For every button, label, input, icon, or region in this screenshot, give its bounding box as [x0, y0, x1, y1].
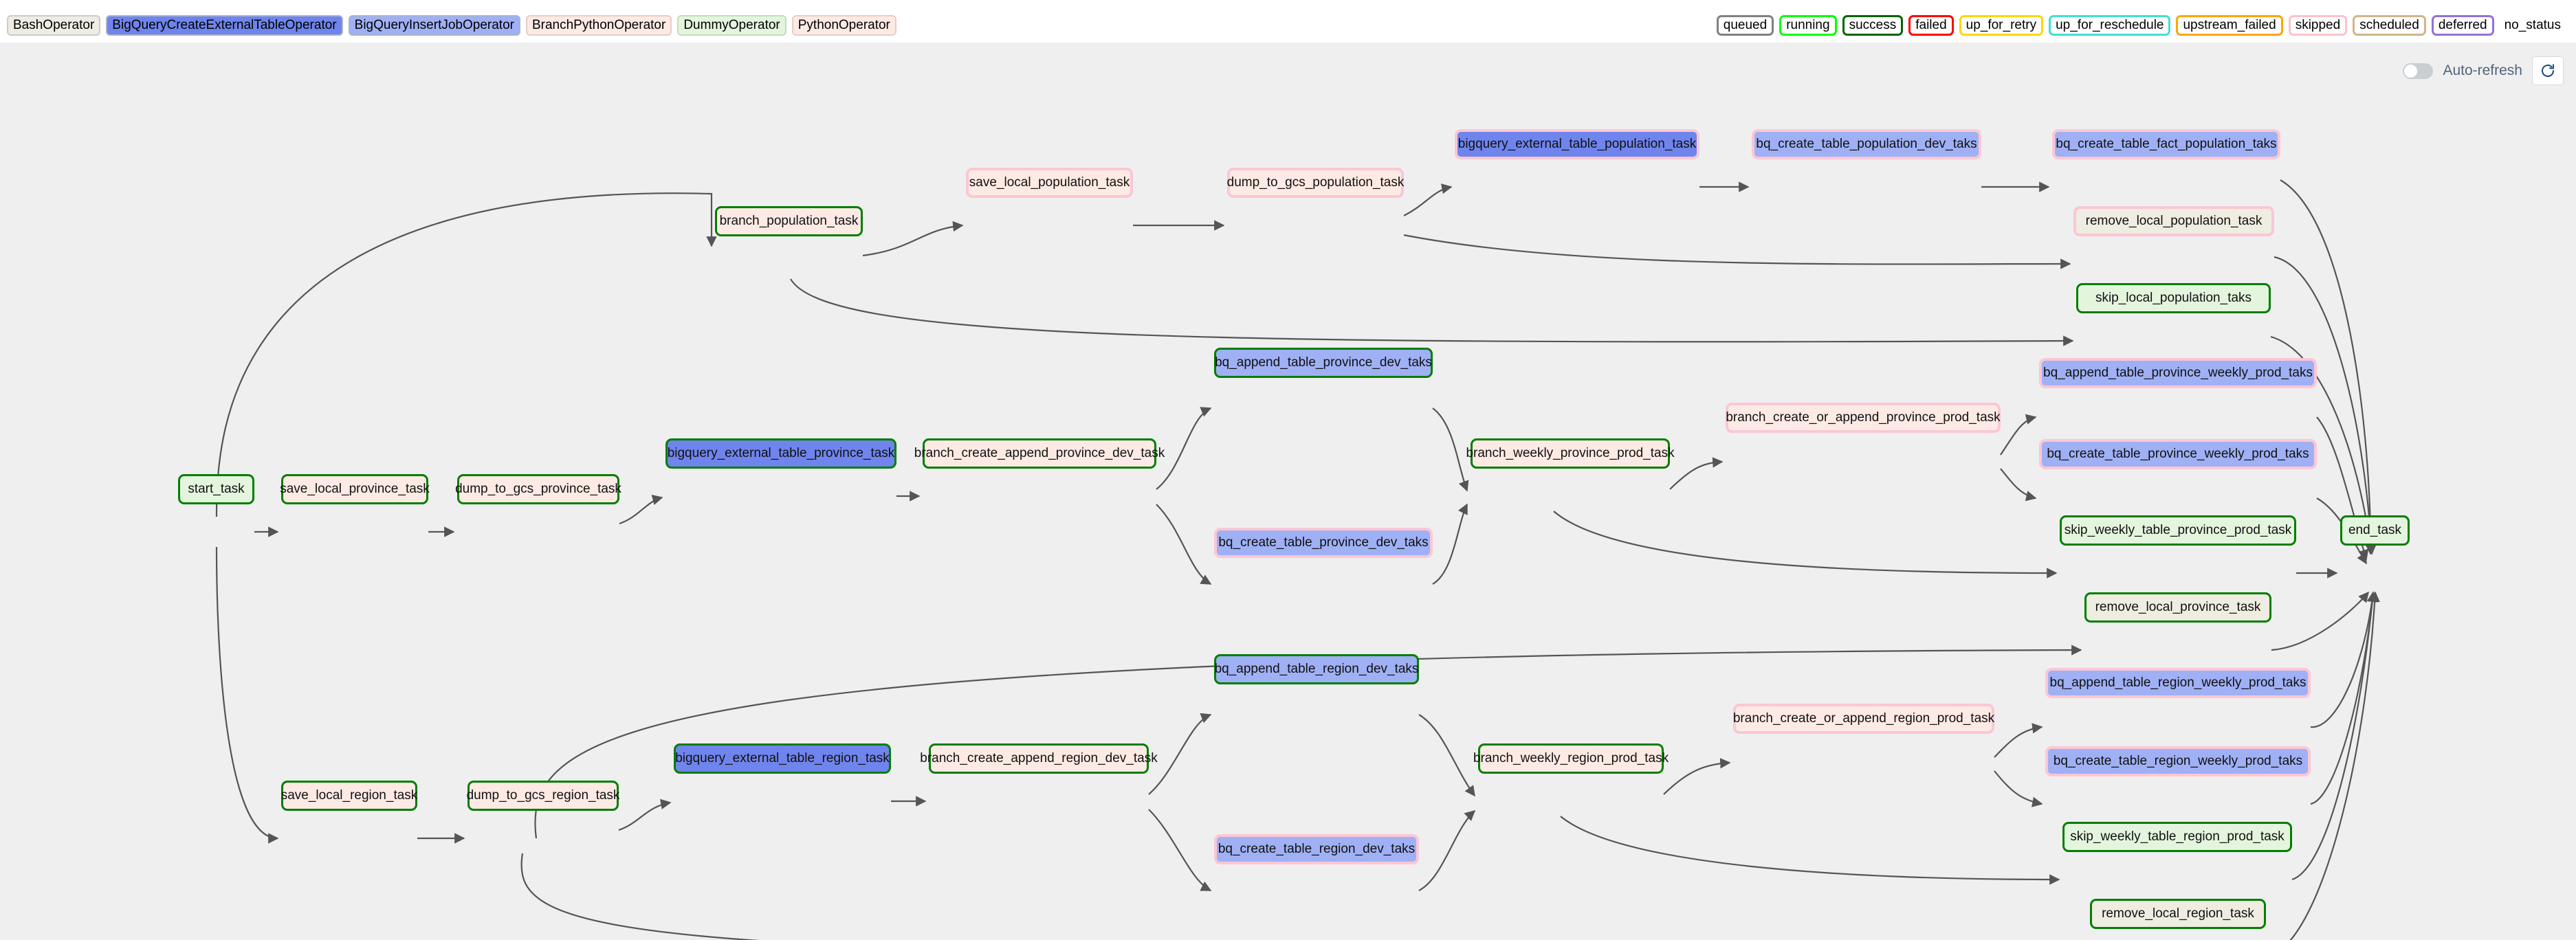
task-node-bq_append_table_region_dev_taks[interactable]: bq_append_table_region_dev_taks [1214, 654, 1419, 684]
task-node-bq_create_table_region_weekly_prod_taks[interactable]: bq_create_table_region_weekly_prod_taks [2045, 746, 2311, 776]
task-node-dump_to_gcs_population_task[interactable]: dump_to_gcs_population_task [1227, 168, 1404, 198]
task-node-bq_create_table_population_dev_taks[interactable]: bq_create_table_population_dev_taks [1752, 129, 1981, 159]
legend-operator-chip[interactable]: PythonOperator [791, 15, 896, 36]
refresh-icon [2541, 64, 2555, 77]
legend-status-chip[interactable]: no_status [2504, 18, 2561, 32]
task-node-branch_population_task[interactable]: branch_population_task [715, 206, 863, 236]
task-node-remove_local_province_task[interactable]: remove_local_province_task [2084, 592, 2271, 623]
legend-operator-chip[interactable]: BigQueryCreateExternalTableOperator [106, 15, 343, 36]
legend-status-chip[interactable]: up_for_reschedule [2049, 15, 2171, 36]
task-node-bigquery_external_table_province_task[interactable]: bigquery_external_table_province_task [665, 438, 896, 469]
graph-canvas[interactable]: Auto-refresh [0, 43, 2576, 940]
graph-toolbar: Auto-refresh [2403, 56, 2564, 85]
task-node-bigquery_external_table_region_task[interactable]: bigquery_external_table_region_task [674, 743, 891, 774]
task-node-branch_create_or_append_region_prod_task[interactable]: branch_create_or_append_region_prod_task [1733, 704, 1994, 734]
task-node-branch_create_or_append_province_prod_task[interactable]: branch_create_or_append_province_prod_ta… [1726, 403, 2001, 433]
task-node-bq_create_table_province_dev_taks[interactable]: bq_create_table_province_dev_taks [1214, 528, 1433, 558]
task-node-bq_append_table_province_dev_taks[interactable]: bq_append_table_province_dev_taks [1214, 348, 1433, 378]
legend-status-chip[interactable]: running [1779, 15, 1837, 36]
legend-status-chip[interactable]: deferred [2431, 15, 2494, 36]
task-node-dump_to_gcs_region_task[interactable]: dump_to_gcs_region_task [467, 781, 619, 811]
auto-refresh-toggle[interactable] [2403, 63, 2434, 79]
legend-status-chip[interactable]: skipped [2288, 15, 2348, 36]
task-node-bq_create_table_fact_population_taks[interactable]: bq_create_table_fact_population_taks [2052, 129, 2280, 159]
task-node-bq_append_table_province_weekly_prod_taks[interactable]: bq_append_table_province_weekly_prod_tak… [2039, 358, 2317, 388]
task-node-dump_to_gcs_province_task[interactable]: dump_to_gcs_province_task [455, 474, 621, 504]
task-node-branch_weekly_region_prod_task[interactable]: branch_weekly_region_prod_task [1473, 743, 1669, 774]
task-node-branch_create_append_province_dev_task[interactable]: branch_create_append_province_dev_task [914, 438, 1165, 469]
task-node-save_local_region_task[interactable]: save_local_region_task [281, 781, 417, 811]
task-node-end_task[interactable]: end_task [2340, 515, 2410, 546]
refresh-button[interactable] [2532, 56, 2564, 85]
legend-status-chip[interactable]: queued [1716, 15, 1774, 36]
legend-status-chip[interactable]: failed [1908, 15, 1954, 36]
task-node-branch_create_append_region_dev_task[interactable]: branch_create_append_region_dev_task [920, 743, 1158, 774]
legend-status-chip[interactable]: scheduled [2353, 15, 2426, 36]
task-node-remove_local_region_task[interactable]: remove_local_region_task [2090, 899, 2266, 929]
task-node-branch_weekly_province_prod_task[interactable]: branch_weekly_province_prod_task [1466, 438, 1675, 469]
task-node-start_task[interactable]: start_task [178, 474, 254, 504]
legend-status-chip[interactable]: success [1842, 15, 1904, 36]
auto-refresh-label: Auto-refresh [2443, 63, 2522, 78]
legend-status-chip[interactable]: upstream_failed [2176, 15, 2283, 36]
legend-operator-chip[interactable]: BranchPythonOperator [525, 15, 672, 36]
task-node-save_local_population_task[interactable]: save_local_population_task [966, 168, 1133, 198]
task-node-bq_append_table_region_weekly_prod_taks[interactable]: bq_append_table_region_weekly_prod_taks [2045, 668, 2311, 698]
task-node-bq_create_table_province_weekly_prod_taks[interactable]: bq_create_table_province_weekly_prod_tak… [2039, 439, 2317, 469]
graph-edges [215, 179, 2380, 940]
legend-operator-chip[interactable]: BigQueryInsertJobOperator [348, 15, 520, 36]
task-node-bq_create_table_region_dev_taks[interactable]: bq_create_table_region_dev_taks [1214, 834, 1419, 864]
task-node-save_local_province_task[interactable]: save_local_province_task [280, 474, 430, 504]
legend-status-chip[interactable]: up_for_retry [1959, 15, 2044, 36]
task-node-skip_local_population_taks[interactable]: skip_local_population_taks [2076, 283, 2271, 313]
task-node-skip_weekly_table_province_prod_task[interactable]: skip_weekly_table_province_prod_task [2060, 515, 2296, 546]
toggle-switch-icon [2404, 64, 2418, 78]
legend-operator-chip[interactable]: DummyOperator [677, 15, 786, 36]
legend-operator-chip[interactable]: BashOperator [7, 15, 101, 36]
task-node-skip_weekly_table_region_prod_task[interactable]: skip_weekly_table_region_prod_task [2062, 822, 2292, 852]
task-node-remove_local_population_task[interactable]: remove_local_population_task [2073, 206, 2274, 236]
task-node-bigquery_external_table_population_task[interactable]: bigquery_external_table_population_task [1455, 129, 1699, 159]
